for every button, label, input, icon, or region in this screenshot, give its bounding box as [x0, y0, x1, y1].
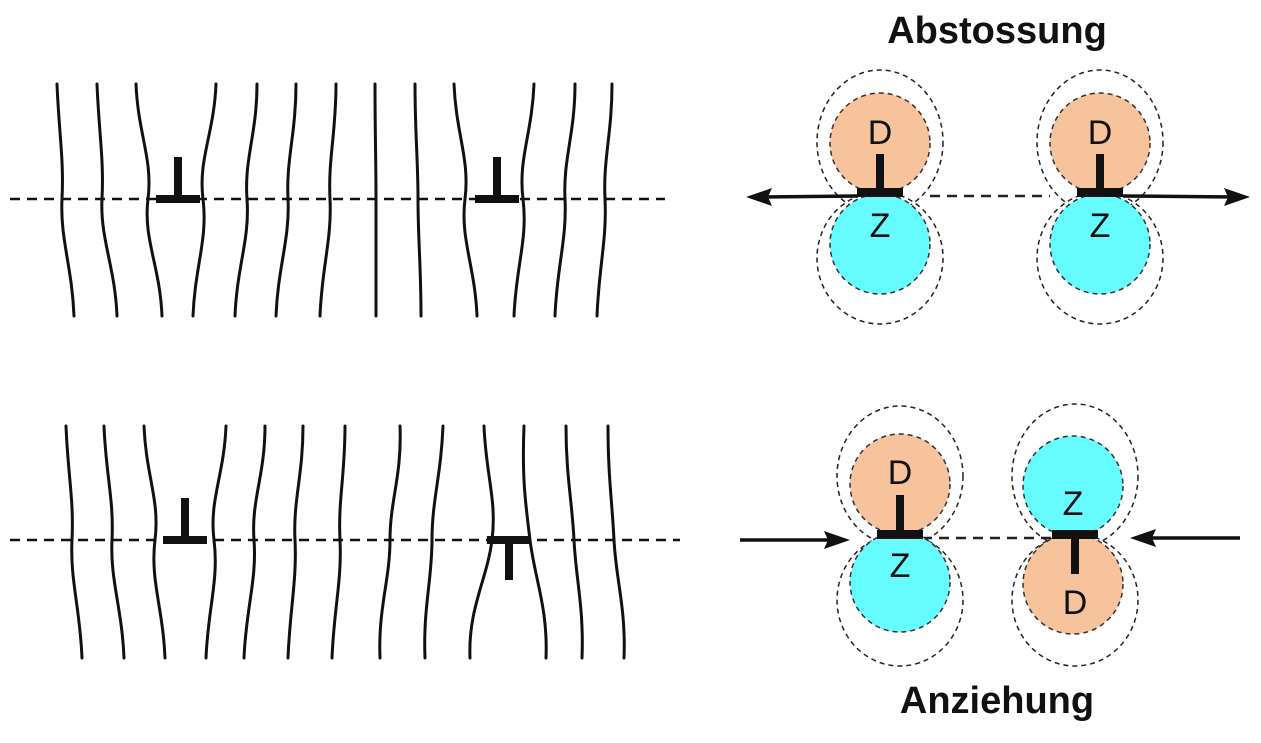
strain-field-outline — [1011, 403, 1139, 549]
lattice-plane — [606, 424, 626, 660]
strain-field-outline — [1011, 533, 1139, 667]
lattice-planes-attraction — [10, 424, 680, 660]
lattice-plane — [452, 82, 479, 318]
strain-field-outline — [816, 191, 944, 325]
attraction-arrow-right — [1130, 529, 1240, 547]
dislocation-stem — [896, 495, 904, 533]
lattice-plane — [134, 82, 164, 318]
dislocation-bar — [1077, 188, 1123, 197]
dislocation-stem — [1071, 536, 1079, 574]
edge-dislocation-symbol — [487, 536, 531, 580]
tension-label: Z — [1090, 207, 1111, 245]
lattice-plane — [595, 82, 614, 318]
tension-zone — [1022, 435, 1124, 537]
lattice-plane — [204, 424, 228, 660]
lattice-plane — [423, 424, 445, 660]
lattice-plane — [55, 82, 76, 318]
lattice-plane — [274, 82, 298, 318]
lattice-plane — [373, 82, 378, 318]
dislocation-pair-right: D Z — [1036, 69, 1164, 325]
attraction-caption: Anziehung — [899, 680, 1095, 722]
strain-field-outline — [816, 69, 944, 215]
lattice-plane — [191, 82, 218, 318]
dislocation-stem — [876, 154, 884, 192]
edge-dislocation-symbol — [163, 498, 207, 544]
lattice-plane — [233, 82, 259, 318]
dislocation-bar — [877, 530, 923, 539]
lattice-plane — [286, 424, 305, 660]
compression-zone — [849, 433, 951, 535]
tension-label: Z — [870, 207, 891, 245]
repulsion-diagram: D Z D Z — [746, 69, 1250, 325]
dislocation-stem — [1096, 154, 1104, 192]
lattice-plane — [64, 424, 84, 660]
compression-label: D — [868, 114, 893, 152]
dislocation-pair-left: D Z — [836, 405, 964, 667]
lattice-plane — [378, 424, 402, 660]
lattice-plane — [330, 424, 347, 660]
compression-label: D — [1088, 114, 1113, 152]
dislocation-bar — [1052, 530, 1098, 539]
lattice-plane — [102, 424, 126, 660]
strain-field-outline — [1036, 191, 1164, 325]
dislocation-pair-right: Z D — [1011, 403, 1139, 667]
compression-label: D — [888, 454, 913, 492]
lattice-plane — [413, 82, 423, 318]
strain-field-outline — [1036, 69, 1164, 215]
tension-label: Z — [1063, 485, 1084, 523]
compression-label: D — [1063, 584, 1088, 622]
lattice-plane — [512, 82, 536, 318]
dislocation-pair-left: D Z — [816, 69, 944, 325]
repulsion-caption: Abstossung — [887, 10, 1107, 52]
edge-dislocation-symbol — [475, 157, 519, 203]
lattice-planes-repulsion — [10, 82, 665, 318]
lattice-plane — [142, 424, 167, 660]
compression-zone — [1049, 92, 1151, 194]
lattice-plane — [318, 82, 338, 318]
attraction-arrow-left — [740, 531, 850, 549]
edge-dislocation-symbol — [156, 157, 200, 203]
compression-zone — [829, 92, 931, 194]
lattice-plane — [95, 82, 119, 318]
strain-field-outline — [836, 405, 964, 547]
attraction-diagram: D Z Z D — [740, 403, 1240, 667]
tension-label: Z — [890, 547, 911, 585]
strain-field-outline — [836, 533, 964, 667]
repulsion-arrow-right — [1122, 188, 1250, 206]
lattice-plane — [564, 424, 584, 660]
lattice-plane — [553, 82, 577, 318]
repulsion-arrow-left — [746, 188, 859, 206]
dislocation-bar — [857, 188, 903, 197]
lattice-plane — [242, 424, 267, 660]
